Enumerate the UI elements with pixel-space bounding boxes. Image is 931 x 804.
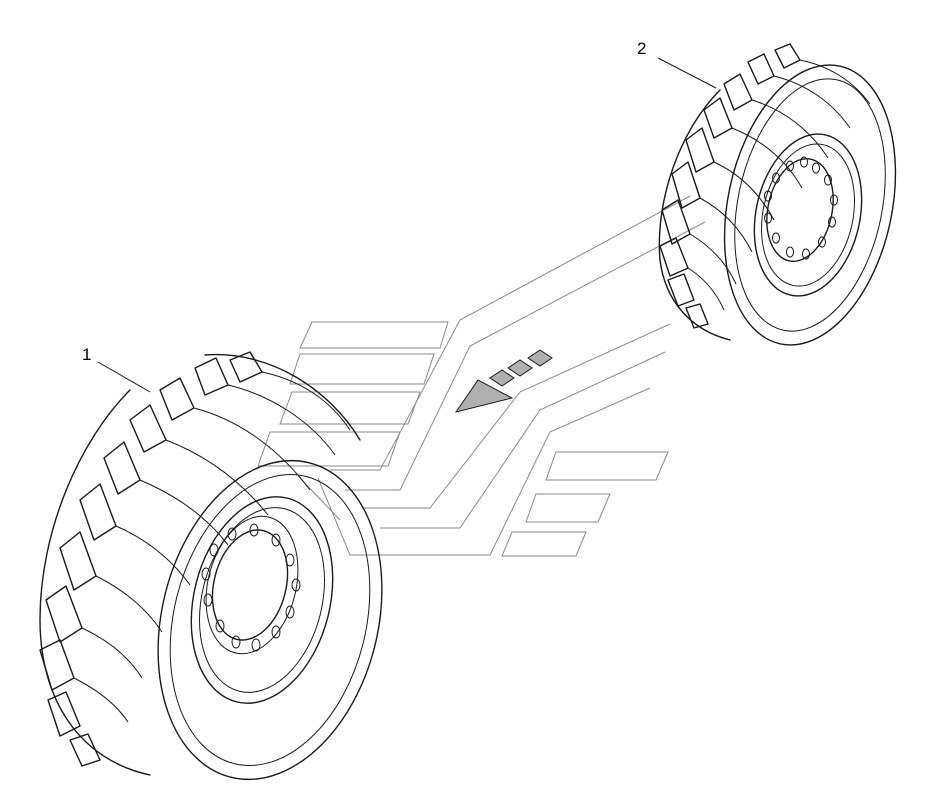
logo-watermark-icon — [257, 195, 706, 557]
leader-line-2 — [657, 57, 717, 89]
direction-arrow-icon — [454, 349, 553, 413]
small-tire-icon — [658, 43, 897, 346]
callout-1: 1 — [82, 345, 151, 393]
callout-label-1: 1 — [82, 345, 91, 364]
leader-line-1 — [97, 361, 151, 393]
large-tire-icon — [39, 351, 383, 781]
callout-2: 2 — [637, 39, 717, 89]
callout-label-2: 2 — [637, 39, 646, 58]
